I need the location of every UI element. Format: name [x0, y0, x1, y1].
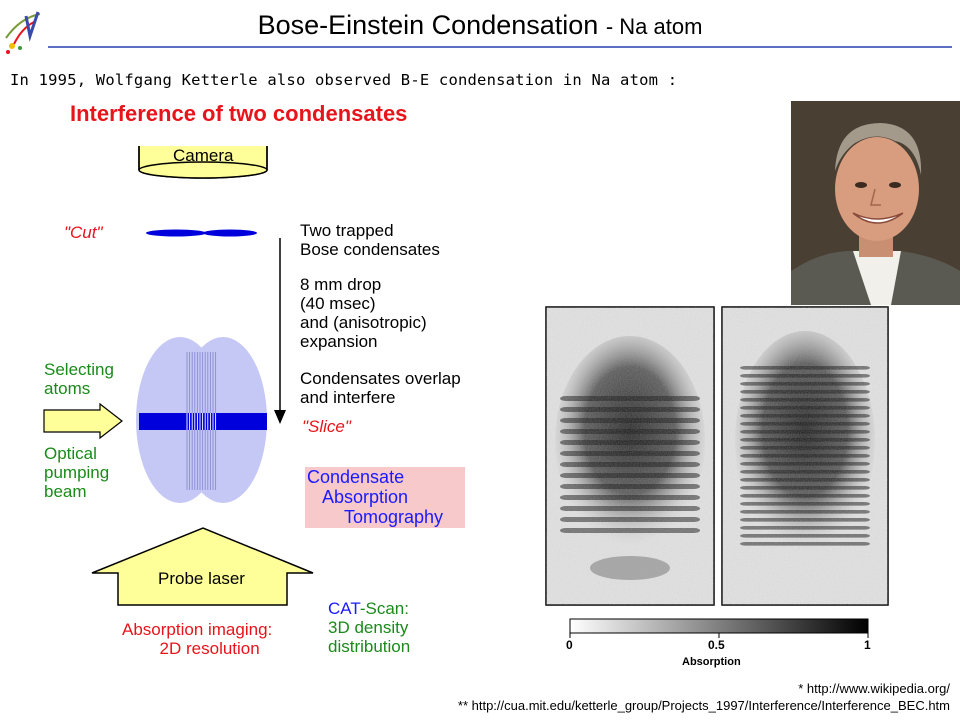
page-title: Bose-Einstein Condensation - Na atom: [0, 10, 960, 41]
two-trapped-line-2: Bose condensates: [300, 240, 440, 259]
reference-wikipedia[interactable]: * http://www.wikipedia.org/: [798, 681, 950, 696]
slice-fringes: [186, 413, 217, 430]
title-main: Bose-Einstein Condensation: [257, 10, 599, 40]
slice-label: "Slice": [302, 417, 351, 436]
overlap-line-2: and interfere: [300, 388, 396, 407]
intro-text: In 1995, Wolfgang Ketterle also observed…: [10, 71, 678, 89]
absorption-image-left: [545, 306, 715, 606]
absorption-colorbar: [569, 618, 869, 638]
cat-word-absorption: bsorption: [334, 487, 409, 507]
abs-imaging-line-2: 2D resolution: [159, 639, 260, 658]
drop-line-2: (40 msec): [300, 294, 376, 313]
cut-label: "Cut": [64, 223, 103, 242]
cat-word-condensate: ondensate: [320, 467, 405, 487]
camera-label: Camera: [173, 146, 234, 165]
reference-mit[interactable]: ** http://cua.mit.edu/ketterle_group/Pro…: [457, 698, 950, 713]
cat-scan-line-3: distribution: [328, 637, 411, 656]
absorption-images: [545, 306, 889, 606]
cat-scan-cat: CAT: [328, 599, 360, 618]
drop-arrow-head: [274, 410, 286, 424]
overlap-line-1: Condensates overlap: [300, 369, 461, 388]
figure-title: Interference of two condensates: [70, 101, 408, 126]
references: * http://www.wikipedia.org/ ** http://cu…: [458, 680, 950, 714]
drop-label: 8 mm drop(40 msec)and (anisotropic)expan…: [300, 275, 427, 351]
optical-line-3: beam: [44, 482, 87, 501]
logo-icon: [5, 11, 41, 54]
two-trapped-line-1: Two trapped: [300, 221, 394, 240]
title-subtitle: - Na atom: [605, 14, 703, 39]
optical-line-1: Optical: [44, 444, 97, 463]
abs-imaging-line-1: Absorption imaging:: [122, 620, 273, 639]
cat-line-absorption: Absorption: [322, 487, 408, 508]
probe-laser-label: Probe laser: [158, 569, 245, 588]
cat-scan-line-2: 3D density: [328, 618, 409, 637]
optical-pumping-arrow: [43, 402, 123, 440]
cat-acronym-box: Condensate Absorption Tomography: [305, 467, 465, 528]
colorbar-tick-0-5: 0.5: [708, 638, 725, 652]
cat-line-tomography: Tomography: [344, 507, 443, 528]
cat-line-condensate: Condensate: [307, 467, 404, 488]
cat-letter-t: T: [344, 507, 353, 527]
title-rule: [48, 46, 952, 48]
colorbar-tick-0: 0: [566, 638, 573, 652]
colorbar-tick-1: 1: [864, 638, 871, 652]
absorption-image-right: [721, 306, 889, 606]
cat-scan-line-1: CAT-Scan:: [328, 599, 410, 618]
probe-laser-arrow: [91, 527, 314, 606]
trapped-condensate-right: [203, 229, 257, 237]
drop-line-1: 8 mm drop: [300, 275, 382, 294]
drop-line-4: expansion: [300, 332, 378, 351]
colorbar-label: Absorption: [682, 656, 741, 668]
selecting-line-1: Selecting: [44, 360, 114, 379]
selecting-line-2: atoms: [44, 379, 91, 398]
drop-line-3: and (anisotropic): [300, 313, 427, 332]
cat-letter-a: A: [322, 487, 335, 507]
portrait-photo: [791, 101, 960, 305]
cat-letter-c: C: [307, 467, 320, 487]
trapped-condensate-left: [146, 229, 206, 237]
cat-word-tomography: omography: [353, 507, 444, 527]
absorption-imaging-label: Absorption imaging:2D resolution: [122, 620, 272, 658]
camera-cylinder: [138, 146, 268, 179]
cat-scan-rest: -Scan:: [359, 599, 409, 618]
optical-line-2: pumping: [44, 463, 110, 482]
